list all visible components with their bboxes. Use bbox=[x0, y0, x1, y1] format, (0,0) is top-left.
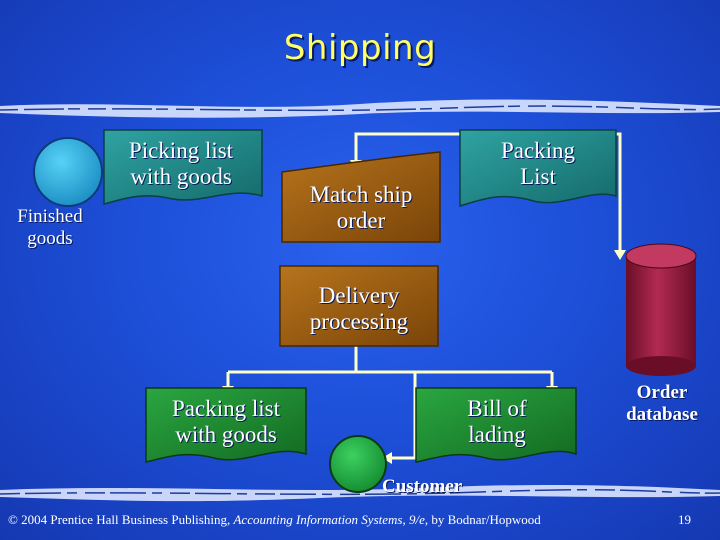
footer-text-after: , by Bodnar/Hopwood bbox=[424, 512, 541, 527]
bill-of-lading-shape bbox=[415, 387, 577, 463]
picking-list-top-shape bbox=[103, 129, 263, 205]
connector-to-customer bbox=[386, 382, 417, 460]
copyright-symbol: © bbox=[8, 512, 18, 527]
match-ship-order-label: Match ship order bbox=[309, 182, 413, 233]
delivery-processing-label: Delivery processing bbox=[309, 283, 409, 334]
finished-goods-circle bbox=[33, 137, 103, 207]
bill-of-lading-label: Bill of lading bbox=[467, 396, 527, 447]
packing-list-top-label: Packing List bbox=[500, 138, 576, 189]
bottom-divider-line-dark bbox=[0, 489, 720, 496]
arrowhead-database bbox=[614, 250, 626, 260]
packing-list-bottom-shape bbox=[145, 387, 307, 463]
page-number: 19 bbox=[678, 512, 691, 527]
bottom-divider-line bbox=[0, 484, 720, 502]
footer-text-before: 2004 Prentice Hall Business Publishing, bbox=[21, 512, 231, 527]
customer-circle bbox=[329, 435, 387, 493]
picking-list-top-label: Picking list with goods bbox=[128, 138, 234, 189]
top-divider-line bbox=[0, 99, 720, 118]
delivery-processing-shape bbox=[279, 265, 439, 347]
order-database-label: Order database bbox=[626, 382, 698, 425]
customer-label: Customer bbox=[382, 476, 463, 497]
packing-list-top-shape bbox=[459, 129, 617, 208]
arrowhead-customer bbox=[382, 452, 392, 464]
order-database-cylinder bbox=[625, 243, 697, 376]
finished-goods-label: Finished goods bbox=[17, 206, 83, 249]
slide-title: Shipping bbox=[283, 28, 437, 68]
top-divider-line-dark bbox=[0, 105, 720, 112]
footer-citation: © 2004 Prentice Hall Business Publishing… bbox=[8, 512, 541, 528]
packing-list-bottom-label: Packing list with goods bbox=[172, 396, 280, 447]
match-ship-order-shape bbox=[281, 151, 441, 243]
footer-book-title: Accounting Information Systems, 9/e bbox=[233, 512, 425, 527]
